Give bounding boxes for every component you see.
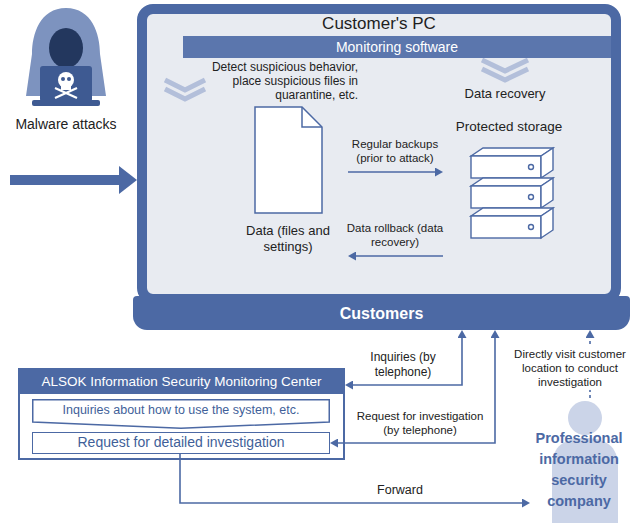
inquiry-box: Inquiries about how to use the system, e… [32,399,330,429]
node-text: Professional information security compan… [530,428,628,512]
chevron [482,69,528,80]
server-slab [471,208,553,238]
connector-arrow [356,255,443,257]
slab-side [541,178,553,208]
slab-side [541,208,553,238]
node-text: Customers [340,304,424,323]
data-node: Data (files and settings) [228,103,348,280]
edge-label: Data rollback (data recovery) [345,220,445,250]
monitoring-center: ALSOK Information Security Monitoring Ce… [18,368,345,460]
skull-eye [61,77,65,81]
customers-bar: Customers [133,296,630,330]
person-head [568,401,602,435]
slab-light [529,165,534,170]
connector-arrow [180,454,522,503]
laptop-lid [40,66,92,102]
box-outline [33,400,330,429]
software-band: Monitoring software [183,36,611,58]
server-slab [471,178,553,208]
request-box: Request for detailed investigation [32,432,330,454]
edge-label: Request for investigation (by telephone) [351,408,489,438]
slab-front [471,216,541,238]
document-page [255,107,322,213]
chevron [165,89,205,99]
node-text: Customer's PC [147,14,611,34]
slab-top [471,178,553,186]
node-text: Monitoring software [336,39,458,56]
slab-light [529,195,534,200]
edge-label: Inquiries (by telephone) [353,349,453,380]
storage-node: Protected storage [443,118,575,264]
note-label: Data recovery [455,86,555,102]
node-text: Request for detailed investigation [33,433,329,452]
edge-label: Regular backups (prior to attack) [345,136,445,166]
edge-label: Directly visit customer location to cond… [512,346,628,390]
skull-jaw [61,84,71,90]
laptop-screen [147,14,611,296]
slab-front [471,156,541,178]
server-icon [471,148,553,238]
hood [26,8,106,96]
slab-side [541,148,553,178]
slab-front [471,186,541,208]
attacker-node: Malware attacks [10,4,122,194]
node-text: Inquiries about how to use the system, e… [32,399,330,422]
node-text: Data (files and settings) [228,223,348,255]
slab-light [529,225,534,230]
document-icon [255,107,322,213]
laptop-base [32,100,100,106]
node-text: Protected storage [443,118,575,135]
slab-top [471,208,553,216]
connector-arrow [338,338,495,443]
skull-eye [67,77,71,81]
face [49,28,83,68]
slab-top [471,148,553,156]
node-text: Malware attacks [10,116,122,133]
hacker-icon [26,8,106,106]
connector-arrow [353,338,462,385]
security-company: Professional information security compan… [530,398,628,523]
note-label: Detect suspicious behavior, place suspic… [186,60,358,102]
connector-arrow [10,175,119,185]
document-fold [302,107,322,127]
edge-label: Forward [360,482,440,499]
connector-arrow [348,171,435,173]
chevron [482,60,528,71]
chevron [165,80,205,90]
node-text: ALSOK Information Security Monitoring Ce… [20,370,343,394]
server-slab [471,148,553,178]
